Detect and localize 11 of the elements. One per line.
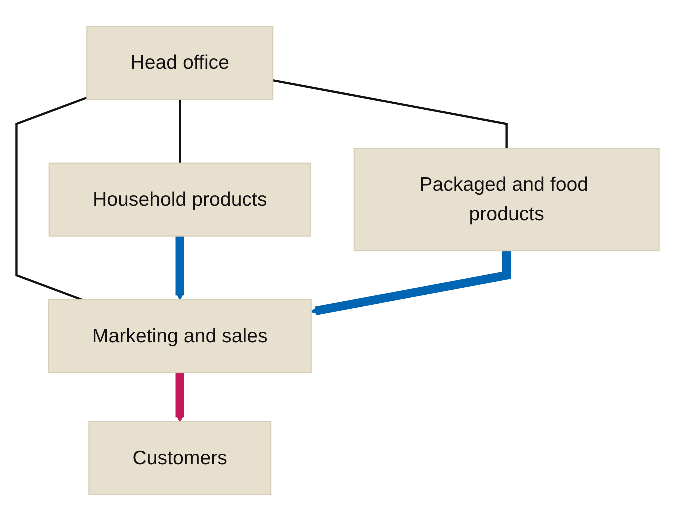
node-box: Head office bbox=[86, 26, 274, 100]
node-box: Marketing and sales bbox=[48, 300, 312, 374]
connector bbox=[16, 97, 88, 302]
arrow bbox=[175, 373, 185, 423]
arrow bbox=[175, 236, 185, 301]
arrow bbox=[310, 251, 512, 316]
node-box: Packaged and food products bbox=[354, 148, 660, 252]
node-box: Household products bbox=[48, 163, 312, 238]
connector bbox=[179, 100, 182, 164]
node-box: Customers bbox=[88, 422, 272, 496]
connector bbox=[272, 80, 508, 149]
